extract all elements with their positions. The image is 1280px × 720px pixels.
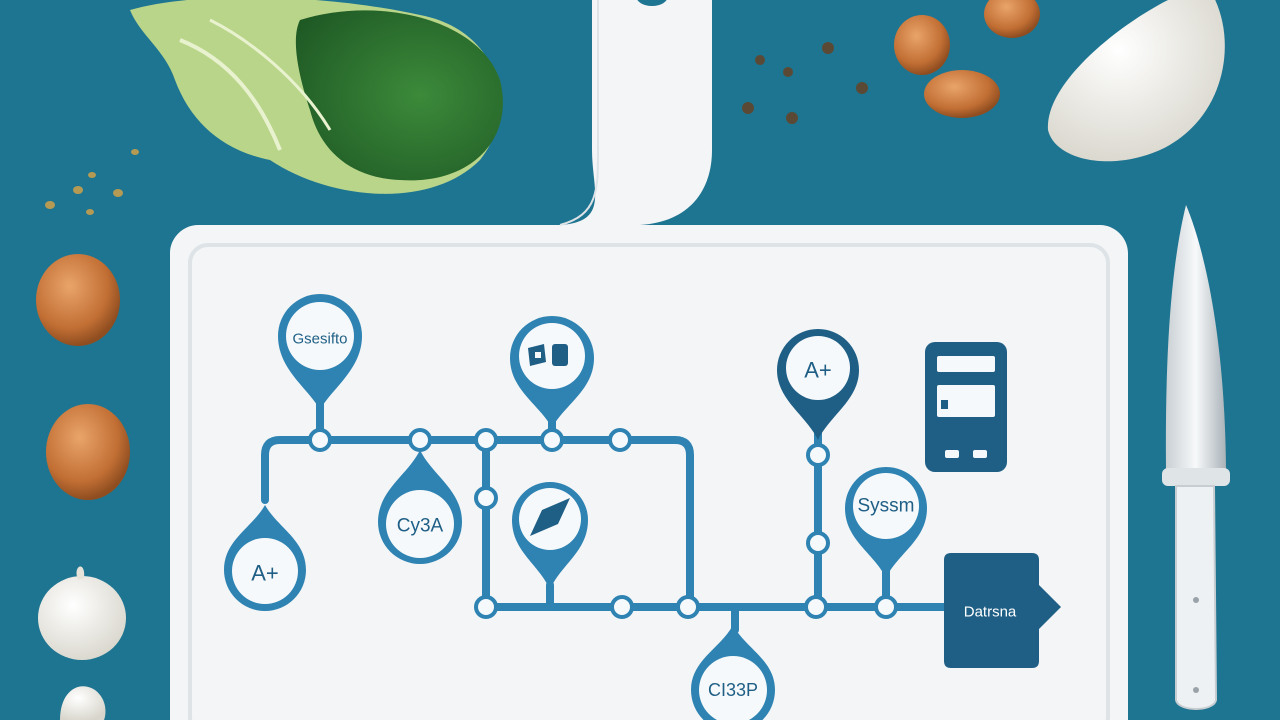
map-pin-7: CI33P	[691, 625, 775, 720]
map-pin-5: A+	[224, 505, 306, 611]
garlic-cloves-icon	[38, 566, 126, 720]
pin-7-label: CI33P	[708, 680, 758, 700]
pin-5-label: A+	[251, 561, 279, 586]
map-pin-3: A+	[777, 329, 859, 440]
pin-6-label: Syssm	[858, 496, 915, 517]
shallots-icon	[894, 0, 1040, 118]
pin-4-label: Cy3A	[397, 516, 444, 537]
knife-icon	[1162, 205, 1230, 710]
arrow-icon	[530, 498, 570, 536]
map-pin-4: Cy3A	[378, 450, 462, 564]
destination-box: Datrsna	[944, 553, 1061, 668]
devices-icon	[528, 344, 568, 366]
lettuce-icon	[130, 0, 503, 194]
peppercorns-icon	[742, 42, 868, 124]
eggs-icon	[36, 254, 130, 500]
pin-1-label: Gsesifto	[292, 331, 347, 348]
phone-icon	[925, 342, 1007, 472]
map-pin-6: Syssm	[845, 467, 927, 578]
map-pin-arrow	[512, 482, 588, 590]
garlic-bulb-icon	[1047, 0, 1225, 162]
junction-nodes	[308, 428, 898, 619]
map-pin-2	[510, 316, 594, 428]
destination-box-label: Datrsna	[964, 604, 1017, 621]
map-pin-1: Gsesifto	[278, 294, 362, 410]
pin-3-label: A+	[804, 358, 832, 383]
seeds-icon	[45, 149, 139, 215]
